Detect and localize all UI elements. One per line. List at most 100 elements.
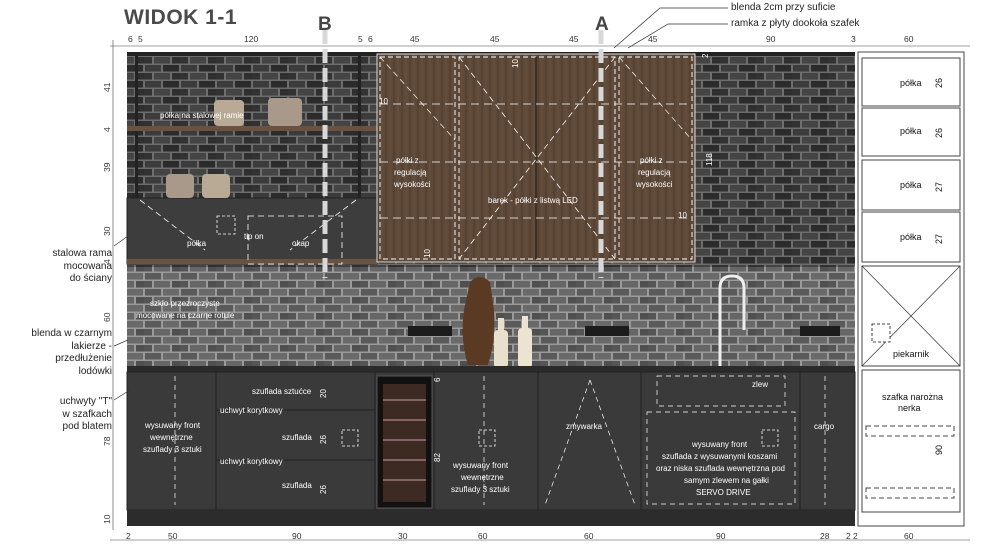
label-wys-front-r: szuflady 3 sztuki <box>451 485 510 494</box>
countertop-decor <box>408 274 840 368</box>
label-polka-rama: półka na stalowej ramie <box>160 111 244 120</box>
inner-dim: 10 <box>423 249 432 258</box>
label-szklo: szkło przezroczyste <box>150 299 220 308</box>
label-zlew: zlew <box>752 380 768 389</box>
bottom-dim: 60 <box>478 531 488 541</box>
label-szuflada-1: szuflada <box>282 433 312 442</box>
label-servo: SERVO DRIVE <box>696 488 751 497</box>
dimension-lines <box>110 40 970 541</box>
note-line: lodówki <box>78 365 112 377</box>
bottom-dim: 60 <box>584 531 594 541</box>
left-dim: 39 <box>102 162 112 172</box>
tall-column-right <box>857 51 965 527</box>
base-cabinets <box>126 371 856 526</box>
upper-wood-cabinets <box>376 53 696 263</box>
label-servo: wysuwany front <box>691 440 748 449</box>
callout-ramka: ramka z płyty dookoła szafek <box>731 18 860 29</box>
inner-dim: 10 <box>678 211 687 220</box>
note-line: uchwyty "T" <box>59 396 112 407</box>
bottom-dim: 90 <box>716 531 726 541</box>
countertop <box>127 366 855 372</box>
label-szuflada-2: szuflada <box>282 481 312 490</box>
top-dim: 120 <box>244 34 258 44</box>
note-uchwyty: uchwyty "T" w szafkach pod blatem <box>0 396 112 434</box>
top-dim: 5 <box>138 34 143 44</box>
label-polki-reg-l: wysokości <box>393 180 431 189</box>
bottom-dim: 60 <box>904 531 914 541</box>
jars-decor <box>166 98 302 198</box>
label-wys-front-l: wewnętrzne <box>149 433 193 442</box>
label-cargo: cargo <box>814 422 835 431</box>
top-dim: 3 <box>851 34 856 44</box>
left-dim: 10 <box>102 514 112 524</box>
label-polka-c1: półka <box>900 78 922 88</box>
section-marker-a: A <box>595 14 609 35</box>
left-dim: 41 <box>102 82 112 92</box>
top-dim: 45 <box>569 34 579 44</box>
note-line: przedłużenie <box>55 353 112 364</box>
inner-dim: 27 <box>934 234 944 244</box>
label-uchwyt-2: uchwyt korytkowy <box>220 457 283 466</box>
top-dim: 45 <box>490 34 500 44</box>
bottom-dim: 30 <box>398 531 408 541</box>
inner-dim: 26 <box>934 128 944 138</box>
bottom-dim: 90 <box>292 531 302 541</box>
label-servo: oraz niska szuflada wewnętrzna pod <box>656 464 785 473</box>
left-dim: 4 <box>102 259 112 264</box>
top-dim: 6 <box>368 34 373 44</box>
steel-frame <box>126 52 378 265</box>
note-line: do ściany <box>69 273 112 284</box>
bottom-dim: 2 <box>126 531 131 541</box>
label-polka-c4: półka <box>900 232 922 242</box>
inner-dim: 6 <box>433 377 442 382</box>
left-dim: 30 <box>102 226 112 236</box>
note-blenda-lodowka: blenda w czarnym lakierze - przedłużenie… <box>0 328 112 378</box>
left-dim: 4 <box>102 127 112 132</box>
label-polki-reg-r: regulacją <box>638 168 671 177</box>
inner-dim: 82 <box>433 453 442 462</box>
inner-dim: 118 <box>705 153 714 166</box>
label-szklo: mocowane na czarne rotule <box>136 311 235 320</box>
inner-dim: 26 <box>319 485 328 494</box>
note-line: blenda w czarnym <box>31 328 112 339</box>
callout-blenda-sufit: blenda 2cm przy suficie <box>731 2 836 13</box>
inner-dim: 2 <box>701 53 710 58</box>
note-line: mocowana <box>63 260 112 272</box>
label-wys-front-r: wewnętrzne <box>460 473 504 482</box>
label-okap: okap <box>292 239 310 248</box>
label-szafka-naroz: nerka <box>898 403 921 413</box>
inner-dim: 10 <box>511 59 520 68</box>
label-szuflada-sztucce: szuflada sztućce <box>252 387 312 396</box>
drawing-title: WIDOK 1-1 <box>124 6 238 29</box>
inner-dim: 26 <box>934 78 944 88</box>
bottom-dim: 2 <box>846 531 851 541</box>
label-wys-front-r: wysuwany front <box>452 461 509 470</box>
bottom-dim: 2 <box>853 531 858 541</box>
bottom-dim: 50 <box>168 531 178 541</box>
section-marker-b: B <box>318 14 332 35</box>
note-line: stalowa rama <box>52 248 112 259</box>
note-stalowa-rama: stalowa rama mocowana do ściany <box>0 248 112 286</box>
wine-cooler <box>376 375 433 509</box>
left-dim: 60 <box>102 312 112 322</box>
note-line: w szafkach <box>62 408 112 420</box>
top-dim: 6 <box>128 34 133 44</box>
inner-dim: 20 <box>319 389 328 398</box>
note-line: pod blatem <box>62 421 112 432</box>
top-dim: 90 <box>766 34 776 44</box>
top-dim: 45 <box>410 34 420 44</box>
label-polki-reg-l: regulacją <box>394 168 427 177</box>
label-szafka-naroz: szafka narożna <box>882 392 943 402</box>
bottom-dim: 28 <box>820 531 830 541</box>
inner-dim: 90 <box>934 445 944 455</box>
label-barek: barek - półki z listwą LED <box>488 196 578 205</box>
note-line: lakierze - <box>71 340 112 352</box>
label-polka-low: półka <box>187 239 207 248</box>
label-polki-reg-r: półki z <box>640 156 663 165</box>
label-servo: szuflada z wysuwanymi koszami <box>662 452 777 461</box>
label-uchwyt-1: uchwyt korytkowy <box>220 406 283 415</box>
inner-dim: 27 <box>934 182 944 192</box>
left-dim: 78 <box>102 436 112 446</box>
